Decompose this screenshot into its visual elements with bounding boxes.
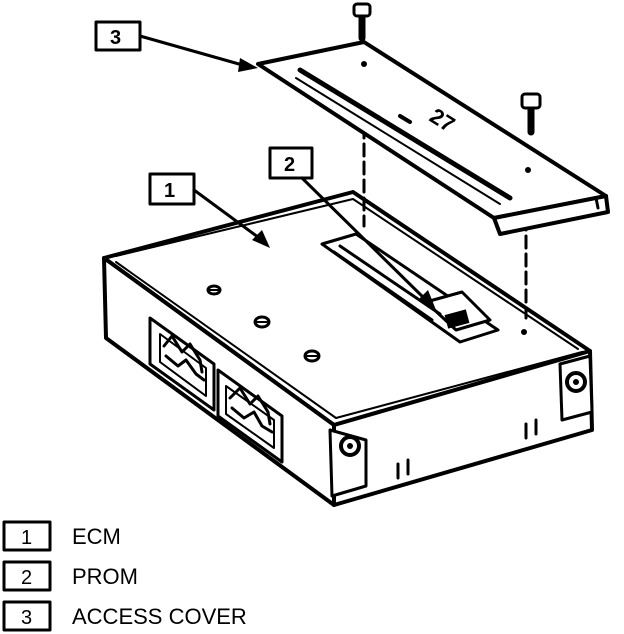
callout-3: 3 <box>94 20 258 72</box>
svg-text:ECM: ECM <box>72 524 121 549</box>
svg-text:3: 3 <box>21 607 32 629</box>
callout-1: 1 <box>148 172 270 248</box>
prom-opening <box>320 232 500 344</box>
alignment-lines <box>362 124 528 320</box>
legend-item-prom: 2 PROM <box>2 560 138 592</box>
svg-text:1: 1 <box>21 527 32 549</box>
cover-screw-1 <box>352 2 372 42</box>
connector-2 <box>216 368 284 464</box>
cover-screw-2 <box>520 92 542 136</box>
svg-text:ACCESS COVER: ACCESS COVER <box>72 604 247 629</box>
top-face-screw <box>206 284 321 363</box>
legend-item-access-cover: 3 ACCESS COVER <box>2 600 247 632</box>
svg-text:2: 2 <box>284 154 295 176</box>
legend-item-ecm: 1 ECM <box>2 520 121 552</box>
svg-text:1: 1 <box>164 180 175 202</box>
svg-text:2: 2 <box>21 567 32 589</box>
svg-text:3: 3 <box>110 27 121 49</box>
access-cover: 27 <box>256 40 610 236</box>
svg-text:PROM: PROM <box>72 564 138 589</box>
mounting-tab-right <box>558 354 594 422</box>
ecm-box <box>102 190 594 507</box>
legend: 1 ECM 2 PROM 3 ACCESS COVER <box>2 520 247 632</box>
connector-1 <box>148 316 216 412</box>
callout-2: 2 <box>268 146 436 310</box>
mounting-tab-left <box>328 428 368 498</box>
